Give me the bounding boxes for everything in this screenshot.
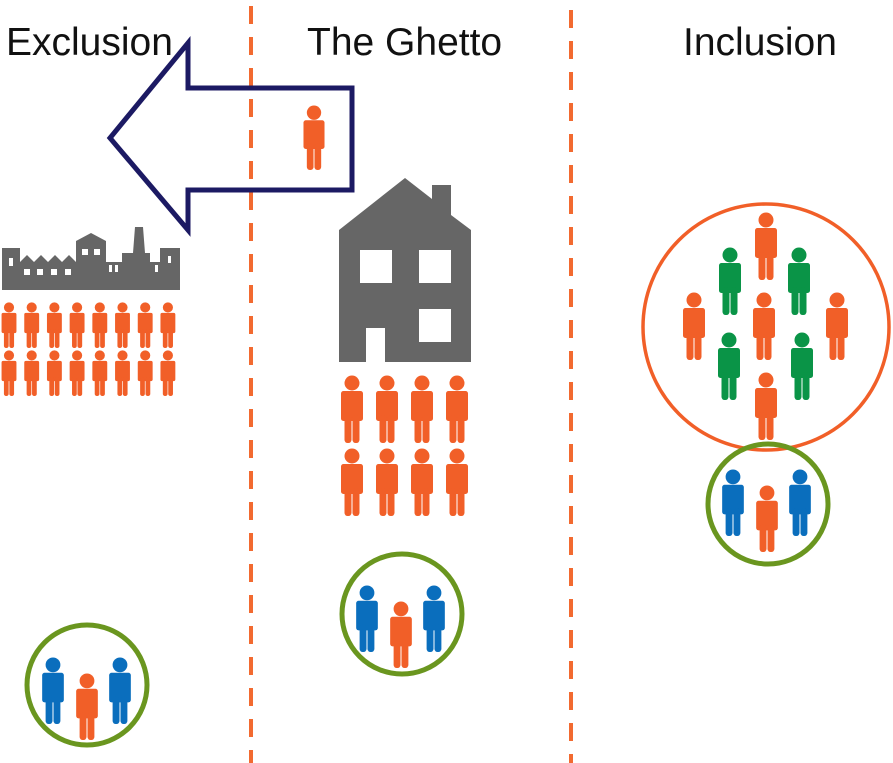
factory-icon	[2, 227, 180, 290]
inclusion-circle	[641, 202, 891, 452]
person-icon-exclusion-crowd	[160, 350, 176, 396]
person-icon-arrow	[303, 105, 325, 170]
person-icon-exclusion-crowd	[115, 302, 130, 348]
person-icon-inclusion-orange	[753, 292, 775, 360]
person-icon-inclusion-support-blue	[722, 469, 744, 536]
person-icon-ghetto-crowd	[411, 448, 433, 516]
person-icon-ghetto-crowd	[446, 448, 468, 516]
person-icon-exclusion-crowd	[1, 302, 17, 348]
support-group-circle-ghetto	[339, 551, 465, 677]
person-icon-ghetto-support-orange	[390, 601, 412, 668]
person-icon-inclusion-green	[788, 247, 810, 315]
person-icon-exclusion-crowd	[137, 350, 153, 396]
person-icon-exclusion-crowd	[46, 350, 62, 396]
person-icon-ghetto-crowd	[341, 375, 363, 443]
support-group-circle-inclusion	[705, 441, 831, 567]
title-exclusion: Exclusion	[6, 21, 173, 64]
person-icon-inclusion-orange	[755, 372, 777, 440]
person-icon-exclusion-crowd	[115, 350, 130, 396]
person-icon-exclusion-crowd	[24, 350, 40, 396]
title-ghetto: The Ghetto	[307, 21, 502, 64]
person-icon-exclusion-support-blue	[109, 657, 131, 724]
person-icon-inclusion-orange	[755, 212, 777, 280]
house-icon	[339, 178, 471, 362]
person-icon-inclusion-orange	[683, 292, 705, 360]
person-icon-ghetto-crowd	[376, 448, 398, 516]
person-icon-ghetto-crowd	[376, 375, 398, 443]
title-inclusion: Inclusion	[683, 21, 837, 64]
person-icon-exclusion-crowd	[69, 350, 85, 396]
person-icon-ghetto-support-blue	[423, 585, 445, 652]
support-group-circle-exclusion	[24, 622, 150, 748]
person-icon-exclusion-crowd	[69, 302, 85, 348]
person-icon-exclusion-support-orange	[76, 673, 98, 740]
person-icon-inclusion-orange	[826, 292, 848, 360]
person-icon-exclusion-support-blue	[42, 657, 64, 724]
person-icon-exclusion-crowd	[160, 302, 176, 348]
left-arrow-icon	[106, 36, 355, 237]
person-icon-exclusion-crowd	[46, 302, 62, 348]
person-icon-ghetto-crowd	[446, 375, 468, 443]
person-icon-inclusion-green	[719, 247, 741, 315]
person-icon-ghetto-crowd	[341, 448, 363, 516]
person-icon-inclusion-support-orange	[756, 485, 778, 552]
person-icon-exclusion-crowd	[92, 302, 108, 348]
person-icon-exclusion-crowd	[24, 302, 40, 348]
person-icon-exclusion-crowd	[92, 350, 108, 396]
person-icon-exclusion-crowd	[137, 302, 153, 348]
person-icon-ghetto-crowd	[411, 375, 433, 443]
person-icon-inclusion-green	[791, 332, 813, 400]
person-icon-inclusion-green	[718, 332, 740, 400]
person-icon-exclusion-crowd	[1, 350, 17, 396]
person-icon-inclusion-support-blue	[789, 469, 811, 536]
person-icon-ghetto-support-blue	[356, 585, 378, 652]
